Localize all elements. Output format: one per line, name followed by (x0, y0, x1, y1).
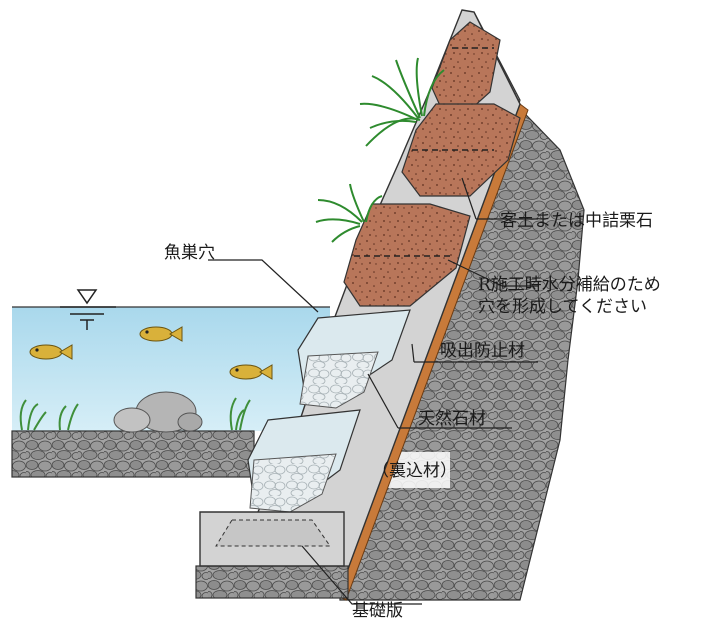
grass-tuft-icon (359, 57, 445, 147)
water-supply-hole-label-2: 穴を形成してください (478, 297, 647, 317)
leader-lines (208, 177, 538, 605)
soil-chamber (401, 103, 521, 197)
fish-nest-hole-label: 魚巣穴 (164, 243, 215, 263)
water-supply-hole-label-1: R施工時水分補給のため (478, 275, 661, 295)
foundation-gravel (195, 565, 349, 599)
water-level-triangle-icon (60, 289, 116, 330)
anti-outflow-material-label: 吸出防止材 (440, 341, 525, 361)
boulder-icon (113, 391, 203, 433)
backfill-label: （裏込材） (372, 460, 457, 481)
fish-icon (139, 326, 183, 342)
riverbed-gravel (11, 430, 255, 478)
foundation-slab-label: 基礎版 (352, 601, 403, 621)
aquatic-plant-icon (19, 397, 251, 431)
fish-icon (229, 364, 273, 380)
soil-chamber (343, 203, 471, 307)
soil-fill-label: 客土または中詰栗石 (500, 211, 653, 231)
natural-stone-label: 天然石材 (418, 409, 486, 429)
grass-tuft-icon (315, 183, 383, 243)
fish-icon (29, 344, 73, 360)
natural-stone-fill (249, 453, 337, 513)
natural-stone-fill (299, 351, 379, 409)
foundation-slab-recess (215, 519, 331, 547)
